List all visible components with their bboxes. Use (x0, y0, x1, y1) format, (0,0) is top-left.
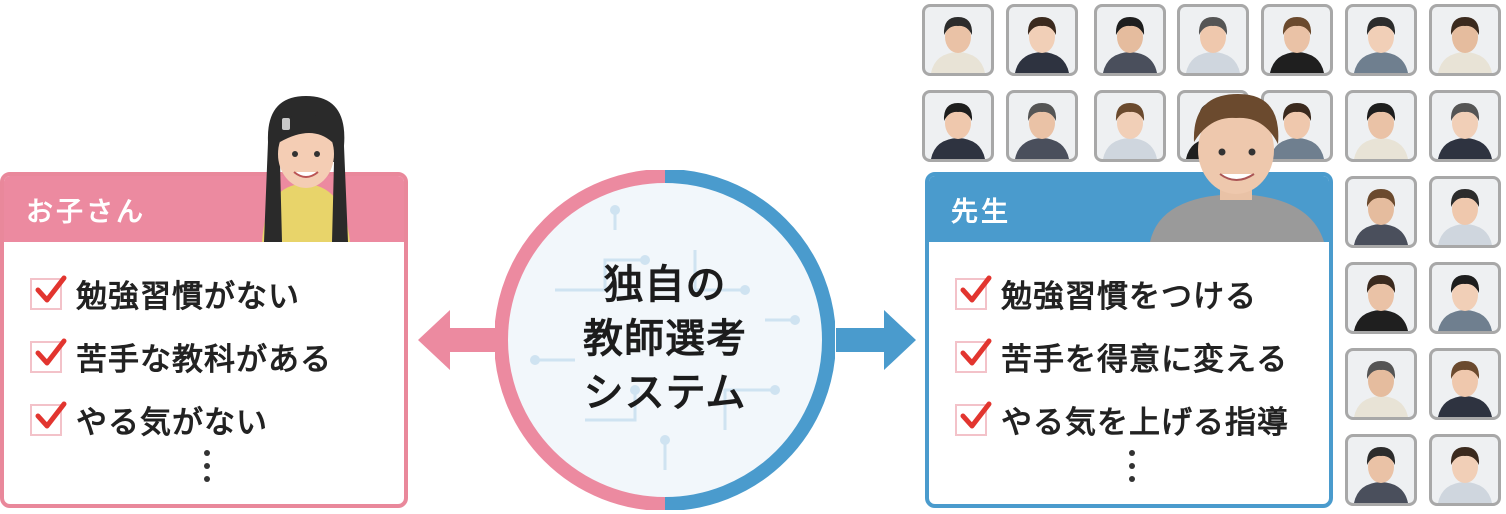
teacher-avatar (1429, 90, 1501, 162)
list-item-text: 勉強習慣をつける (1001, 279, 1257, 315)
list-item: やる気を上げる指導 (955, 388, 1319, 451)
teacher-avatar (1429, 176, 1501, 248)
list-item: 勉強習慣をつける (955, 262, 1319, 325)
checkmark-icon (30, 275, 67, 310)
teacher-avatar (1006, 90, 1078, 162)
more-dots (1129, 450, 1135, 482)
teacher-avatar (922, 4, 994, 76)
teacher-avatar (1429, 4, 1501, 76)
teacher-avatar (922, 90, 994, 162)
list-item-text: やる気がない (76, 405, 268, 441)
list-item-text: 苦手な教科がある (76, 342, 332, 378)
teacher-avatar (1006, 4, 1078, 76)
child-panel-title: お子さん (26, 197, 146, 228)
teacher-avatar (1094, 4, 1166, 76)
teacher-avatar (1094, 90, 1166, 162)
system-title: 独自の 教師選考 システム (495, 258, 835, 420)
arrow-right-icon (836, 310, 916, 370)
list-item: 苦手な教科がある (30, 325, 394, 388)
teacher-avatar (1177, 4, 1249, 76)
teacher-avatar (1345, 434, 1417, 506)
more-dots (204, 450, 210, 482)
teacher-avatar (1345, 90, 1417, 162)
list-item: 苦手を得意に変える (955, 325, 1319, 388)
teacher-avatar (1345, 348, 1417, 420)
teacher-avatar (1429, 348, 1501, 420)
teacher-avatar (1429, 262, 1501, 334)
teacher-avatar (1261, 4, 1333, 76)
list-item: やる気がない (30, 388, 394, 451)
list-item: 勉強習慣がない (30, 262, 394, 325)
arrow-left-icon (418, 310, 498, 370)
checkmark-icon (955, 338, 992, 373)
list-item-text: 勉強習慣がない (76, 279, 300, 315)
teacher-avatar (1345, 176, 1417, 248)
list-item-text: 苦手を得意に変える (1001, 342, 1289, 378)
system-title-line: 教師選考 (583, 315, 747, 362)
teacher-solution-list: 勉強習慣をつける 苦手を得意に変える やる気を上げる指導 (955, 262, 1319, 451)
checkmark-icon (30, 401, 67, 436)
system-title-line: システム (583, 369, 747, 416)
list-item-text: やる気を上げる指導 (1001, 405, 1289, 441)
teacher-avatar (1429, 434, 1501, 506)
teacher-avatar (1345, 4, 1417, 76)
teacher-avatar (1345, 262, 1417, 334)
selection-system-circle: 独自の 教師選考 システム (494, 169, 836, 511)
teacher-photo (1150, 94, 1324, 242)
child-problem-list: 勉強習慣がない 苦手な教科がある やる気がない (30, 262, 394, 451)
teacher-panel-title: 先生 (951, 197, 1011, 228)
circuit-background-icon (494, 169, 836, 511)
teacher-avatar (1261, 90, 1333, 162)
checkmark-icon (955, 401, 992, 436)
system-title-line: 独自の (603, 261, 727, 308)
child-photo (262, 96, 350, 242)
checkmark-icon (30, 338, 67, 373)
checkmark-icon (955, 275, 992, 310)
